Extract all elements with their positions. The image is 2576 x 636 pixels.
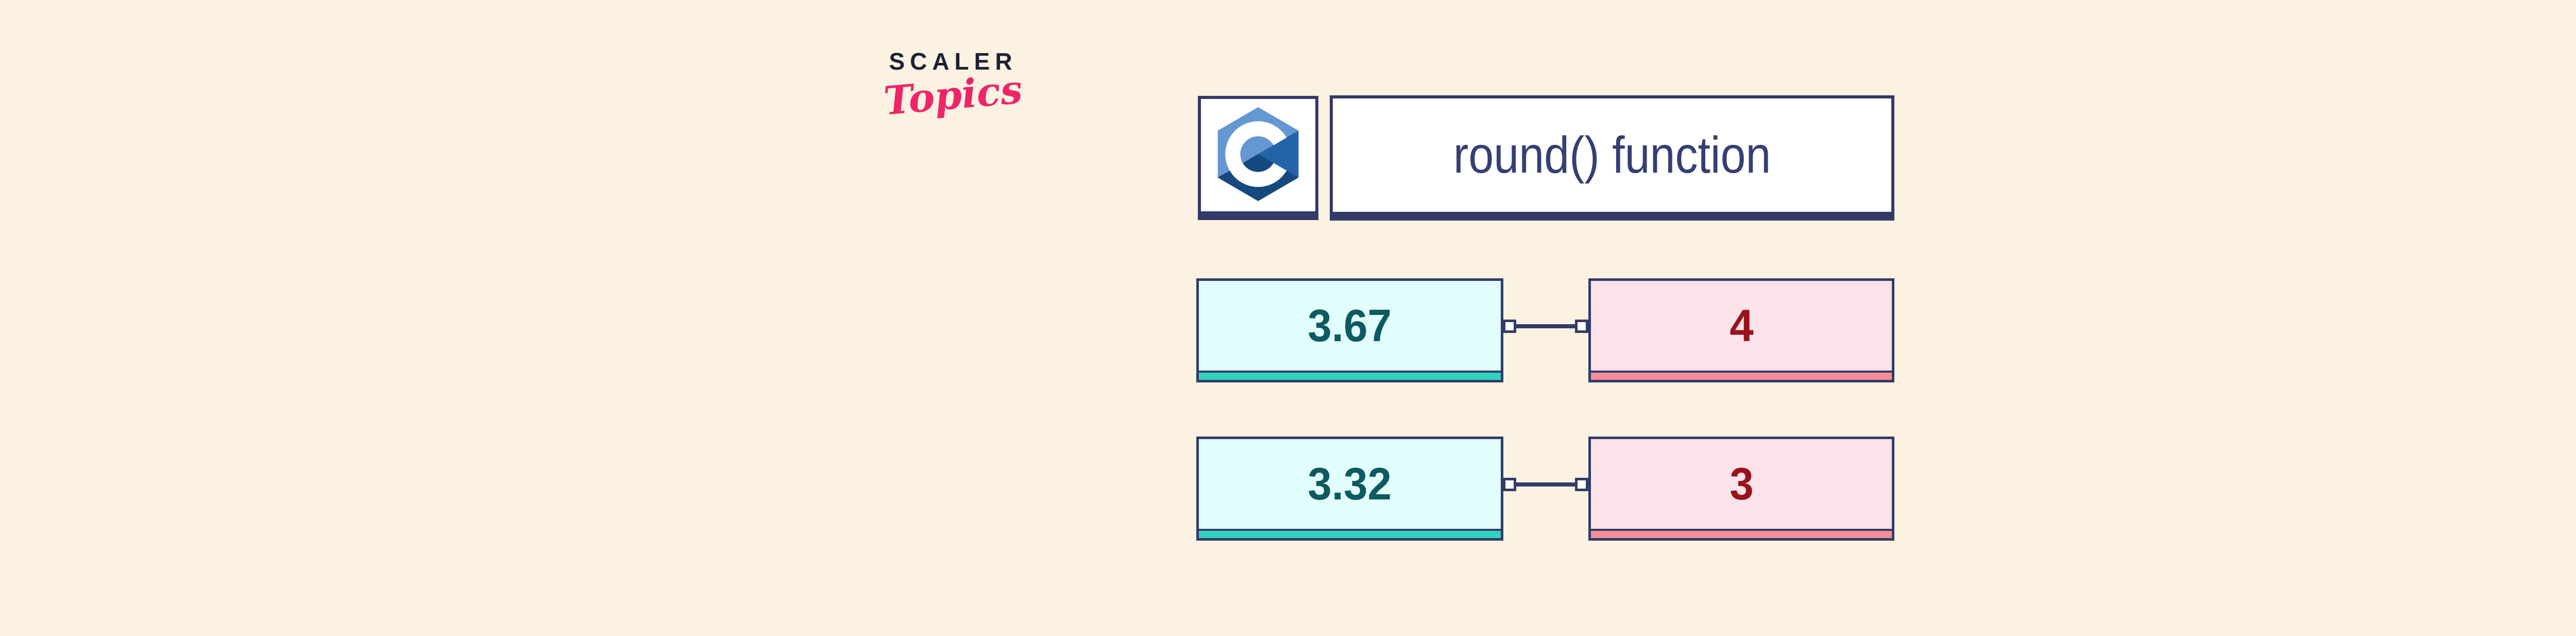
c-logo-box xyxy=(1198,96,1318,220)
scaler-topics-logo: SCALER Topics xyxy=(876,47,1030,124)
topics-wordmark: Topics xyxy=(882,66,1025,124)
scaler-wordmark: SCALER xyxy=(889,48,1018,75)
output-value-box-2: 3 xyxy=(1588,437,1894,541)
input-value-box-2: 3.32 xyxy=(1196,437,1503,541)
connector-line xyxy=(1516,324,1575,328)
input-strip-2 xyxy=(1199,529,1501,538)
input-value-box-1: 3.67 xyxy=(1196,278,1503,382)
connector-node-icon xyxy=(1503,319,1516,333)
connector-1 xyxy=(1503,319,1588,333)
connector-node-icon xyxy=(1575,477,1588,491)
connector-2 xyxy=(1503,477,1588,491)
connector-line xyxy=(1516,482,1575,487)
title-box: round() function xyxy=(1330,95,1894,221)
input-value-2: 3.32 xyxy=(1308,458,1392,509)
output-strip-2 xyxy=(1591,529,1892,538)
page-title: round() function xyxy=(1453,126,1771,184)
output-value-box-1: 4 xyxy=(1588,278,1894,382)
output-value-2: 3 xyxy=(1729,458,1754,509)
input-value-1: 3.67 xyxy=(1308,300,1392,351)
output-value-1: 4 xyxy=(1729,300,1754,351)
output-strip-1 xyxy=(1591,371,1892,380)
connector-node-icon xyxy=(1575,319,1588,333)
c-language-icon xyxy=(1216,105,1300,206)
connector-node-icon xyxy=(1503,477,1516,491)
input-strip-1 xyxy=(1199,371,1501,380)
